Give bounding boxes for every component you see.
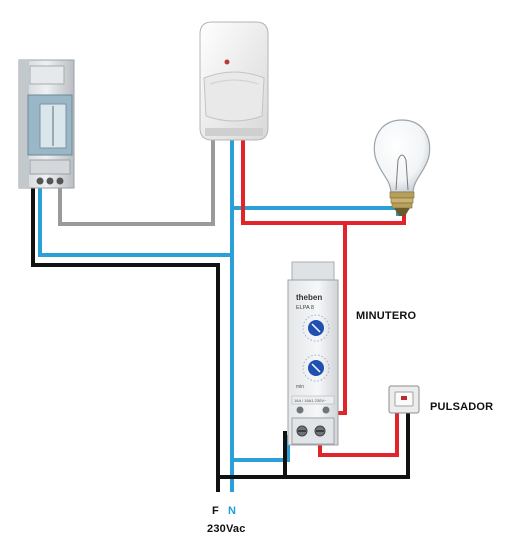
wire-red-sensor-output: [241, 139, 347, 225]
pushbutton-label: PULSADOR: [430, 401, 494, 413]
led-icon: [224, 59, 230, 65]
wire-black-clock-phase: [31, 180, 220, 492]
motion-sensor: [199, 21, 269, 141]
timer-clock: [18, 59, 75, 189]
wire-grey-clock-to-sensor: [58, 139, 215, 226]
staircase-timer-relay: theben ELPA 8 min 16A / 16A1 230V~: [287, 261, 339, 446]
wire-blue-neutral-relay: [230, 435, 290, 462]
indicator-icon: [401, 396, 407, 400]
relay-label: MINUTERO: [356, 310, 417, 322]
push-button: [388, 385, 420, 414]
relay-rating: 16A / 16A1 230V~: [294, 398, 327, 403]
light-bulb: [373, 119, 431, 216]
wire-blue-clock-neutral: [38, 180, 234, 257]
wire-red-relay-to-pushbutton: [318, 411, 399, 457]
wire-blue-to-bulb: [230, 206, 400, 216]
relay-logo: theben: [296, 293, 322, 302]
wire-red-relay-to-bulb: [330, 212, 406, 415]
supply-voltage-label: 230Vac: [207, 523, 246, 535]
phase-label: F: [212, 505, 219, 517]
neutral-label: N: [228, 505, 237, 517]
relay-model: ELPA 8: [296, 305, 314, 311]
relay-dial-unit: min: [296, 384, 304, 390]
wire-black-phase-bus: [216, 411, 410, 479]
wires: [31, 139, 410, 492]
